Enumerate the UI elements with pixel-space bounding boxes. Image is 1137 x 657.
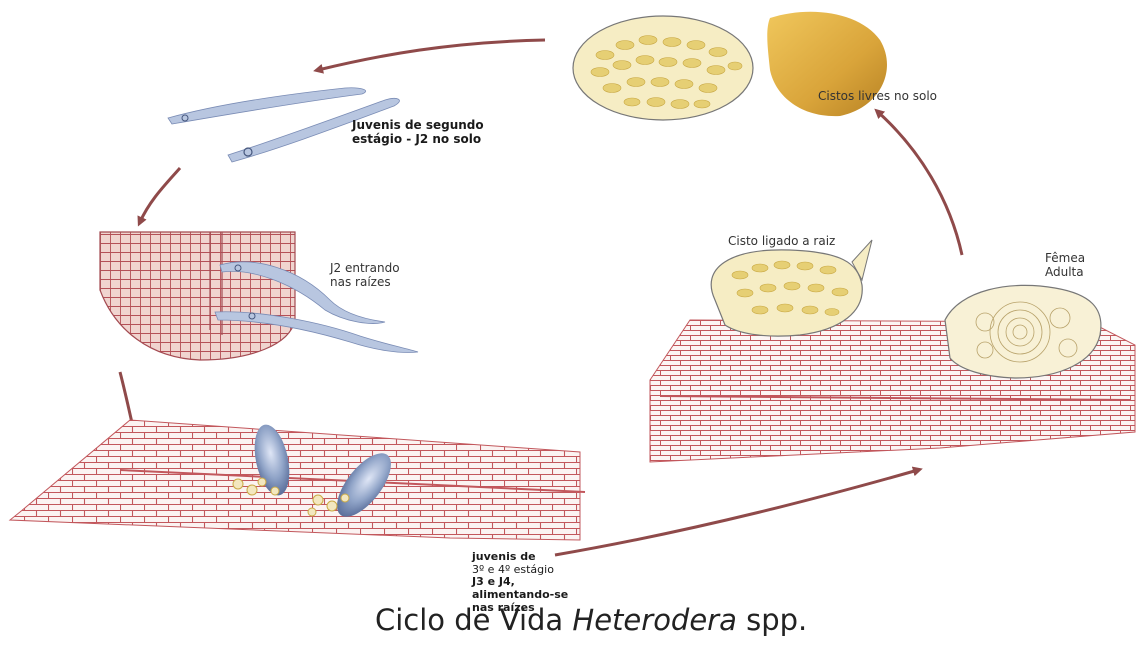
curved-arrow-icon bbox=[878, 112, 962, 255]
label-line: Fêmea bbox=[1045, 252, 1085, 266]
root-tip-illustration bbox=[100, 232, 418, 360]
label-j2-soil: Juvenis de segundo estágio - J2 no solo bbox=[352, 119, 484, 147]
label-line: juvenis de bbox=[472, 551, 568, 564]
root-tissue-icon bbox=[10, 420, 580, 540]
label-adult-female: Fêmea Adulta bbox=[1045, 252, 1085, 280]
feeding-juveniles-illustration bbox=[10, 420, 585, 540]
curved-arrow-icon bbox=[318, 40, 545, 70]
label-line: Adulta bbox=[1045, 266, 1085, 280]
curved-arrow-icon bbox=[140, 168, 180, 222]
label-line: Cistos livres no solo bbox=[818, 90, 937, 104]
label-line: Juvenis de segundo bbox=[352, 119, 484, 133]
curved-arrow-icon bbox=[555, 470, 918, 555]
caption-prefix: Ciclo de Vida bbox=[375, 603, 572, 637]
diagram-caption: Ciclo de Vida Heterodera spp. bbox=[375, 603, 807, 637]
caption-genus: Heterodera bbox=[572, 603, 736, 637]
root-tissue-icon bbox=[100, 232, 295, 360]
label-j2-entering: J2 entrando nas raízes bbox=[330, 262, 400, 290]
label-line: alimentando-se bbox=[472, 589, 568, 602]
label-cyst-attached: Cisto ligado a raiz bbox=[728, 235, 835, 249]
caption-suffix: spp. bbox=[737, 603, 807, 637]
label-free-cysts: Cistos livres no solo bbox=[818, 90, 937, 104]
label-line: estágio - J2 no solo bbox=[352, 133, 484, 147]
adult-female-icon bbox=[945, 285, 1101, 378]
label-line: nas raízes bbox=[330, 276, 400, 290]
label-line: Cisto ligado a raiz bbox=[728, 235, 835, 249]
label-line: J2 entrando bbox=[330, 262, 400, 276]
